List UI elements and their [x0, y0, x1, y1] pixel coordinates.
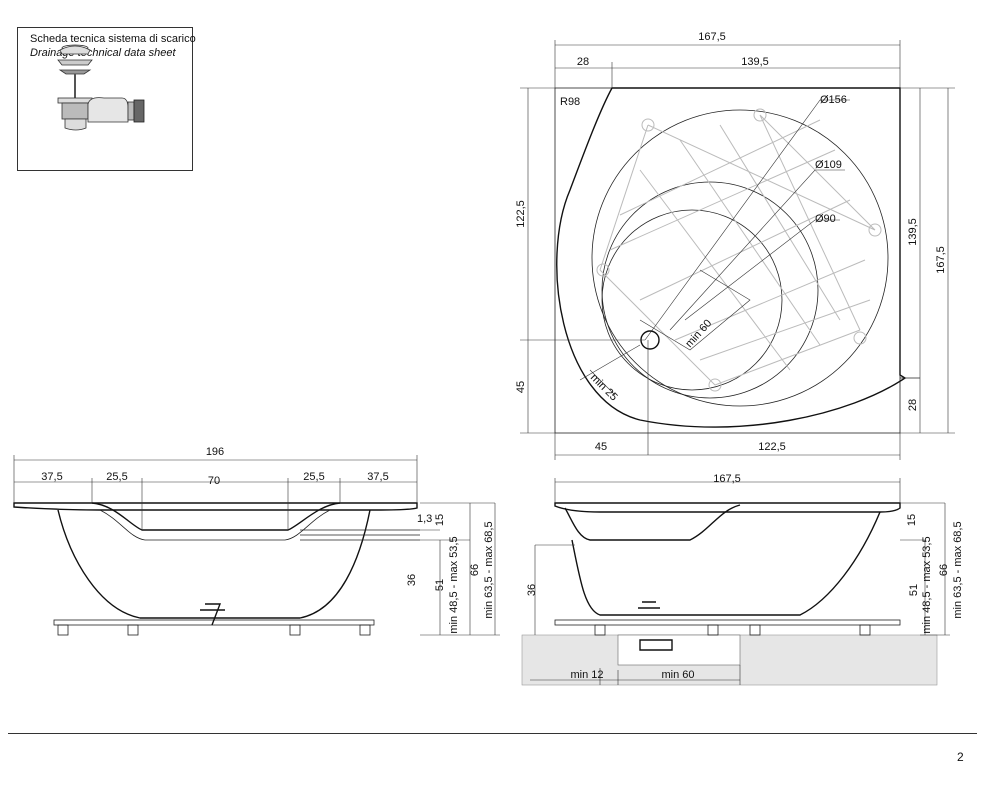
- floor-recess: [617, 634, 741, 666]
- side-tub-body: [571, 511, 881, 616]
- side-h36: 36: [526, 584, 538, 596]
- plan-radius: R98: [560, 96, 580, 108]
- support-frame: [599, 114, 876, 386]
- side-h66-range: min 63,5 - max 68,5: [952, 521, 964, 618]
- side-min-12: min 12: [570, 669, 603, 681]
- plan-left-height: 122,5: [515, 200, 527, 228]
- plan-left-bottom: 45: [515, 381, 527, 393]
- support-feet: [596, 108, 882, 392]
- front-view: 196 37,5 25,5 70 25,5 37,5 1,3 15 36 51 …: [13, 446, 500, 636]
- side-legs: [594, 624, 871, 636]
- info-title-italian: Scheda tecnica sistema di scarico: [30, 33, 196, 45]
- front-rim-thickness: 1,3: [417, 513, 432, 525]
- plan-view: 167,5 28 139,5 R98 Ø156 Ø109 Ø90 122,5 4…: [515, 31, 955, 460]
- plan-bottom-right: 122,5: [758, 441, 786, 453]
- side-h51-range: min 48,5 - max 53,5: [921, 536, 933, 633]
- front-seg1: 37,5: [41, 471, 62, 483]
- front-h66: 66: [469, 564, 481, 576]
- front-rim: [13, 502, 418, 511]
- plan-diameter-inner: Ø90: [815, 213, 836, 225]
- front-seg2: 25,5: [106, 471, 127, 483]
- plan-left-offset: 28: [577, 56, 589, 68]
- front-h51: 51: [434, 579, 446, 591]
- drainage-info-box: Scheda tecnica sistema di scarico Draina…: [17, 27, 196, 171]
- plan-right-inner-height: 139,5: [907, 218, 919, 246]
- front-h36: 36: [406, 574, 418, 586]
- front-h51-range: min 48,5 - max 53,5: [448, 536, 460, 633]
- front-h15: 15: [434, 514, 446, 526]
- side-h66: 66: [938, 564, 950, 576]
- side-drain: [638, 601, 673, 651]
- front-overall-width: 196: [206, 446, 224, 458]
- plan-diameter-middle: Ø109: [815, 159, 842, 171]
- plan-right-bottom: 28: [907, 399, 919, 411]
- front-drain: [200, 603, 225, 626]
- plan-bottom-left: 45: [595, 441, 607, 453]
- front-legs: [57, 624, 371, 636]
- page-number: 2: [957, 750, 964, 764]
- plan-right-overall-height: 167,5: [935, 246, 947, 274]
- side-view: 167,5 15 36 51 min 48,5 - max 53,5 66 mi…: [521, 473, 964, 686]
- page-divider: [8, 733, 977, 734]
- front-seg4: 25,5: [303, 471, 324, 483]
- circle-156: [591, 109, 889, 407]
- front-h66-range: min 63,5 - max 68,5: [483, 521, 495, 618]
- front-seg3: 70: [208, 475, 220, 487]
- plan-diameter-outer: Ø156: [820, 94, 847, 106]
- side-min-60: min 60: [661, 669, 694, 681]
- front-seg5: 37,5: [367, 471, 388, 483]
- circle-109: [601, 181, 819, 399]
- drain-siphon-icon: [57, 44, 145, 131]
- tub-outline: [556, 87, 907, 428]
- plan-overall-width: 167,5: [698, 31, 726, 43]
- side-base-frame: [554, 619, 901, 626]
- circle-90: [601, 209, 783, 391]
- side-h51: 51: [908, 584, 920, 596]
- plan-inner-width: 139,5: [741, 56, 769, 68]
- side-overall-width: 167,5: [713, 473, 741, 485]
- side-h15: 15: [906, 514, 918, 526]
- front-tub-body: [57, 509, 371, 619]
